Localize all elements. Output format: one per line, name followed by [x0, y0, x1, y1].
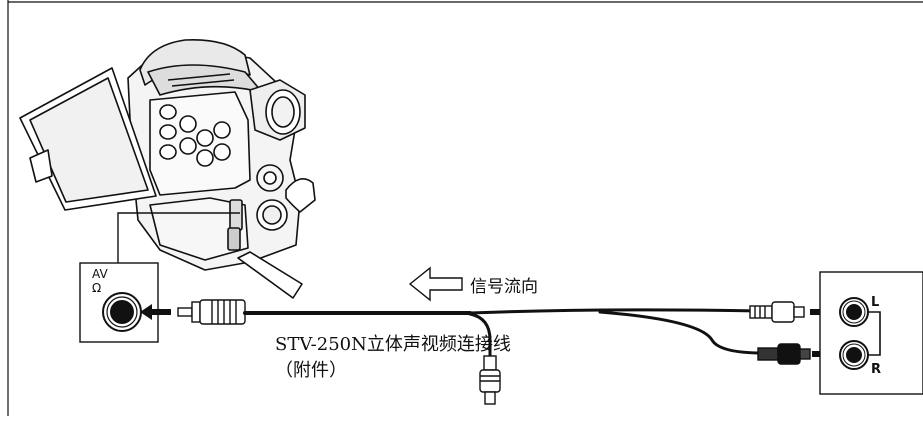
- main-cable: [243, 308, 772, 360]
- cable-note-label: （附件）: [275, 360, 347, 381]
- audio-left-label: L: [871, 295, 880, 310]
- av-jack-label: AV Ω: [92, 267, 108, 295]
- headphone-icon: Ω: [92, 281, 102, 295]
- rca-plug-red: [757, 343, 811, 365]
- rca-plug-yellow: [479, 355, 501, 405]
- lcd-screen: [19, 67, 157, 211]
- audio-right-label: R: [871, 362, 882, 377]
- rca-plug-white: [749, 301, 805, 323]
- av-mini-plug: [177, 299, 246, 325]
- audio-jack-callout: [819, 271, 923, 395]
- camcorder-illustration: [127, 38, 316, 299]
- signal-flow-arrow: [408, 266, 463, 302]
- jack-leader-line: [117, 212, 240, 263]
- signal-flow-label: 信号流向: [470, 277, 538, 297]
- av-label-text: AV: [92, 267, 108, 281]
- cable-name-label: STV-250N立体声视频连接线: [275, 334, 511, 355]
- page-frame: [7, 0, 923, 416]
- arrow-to-av-jack: [140, 304, 171, 320]
- camera-av-jack-callout: [79, 262, 159, 343]
